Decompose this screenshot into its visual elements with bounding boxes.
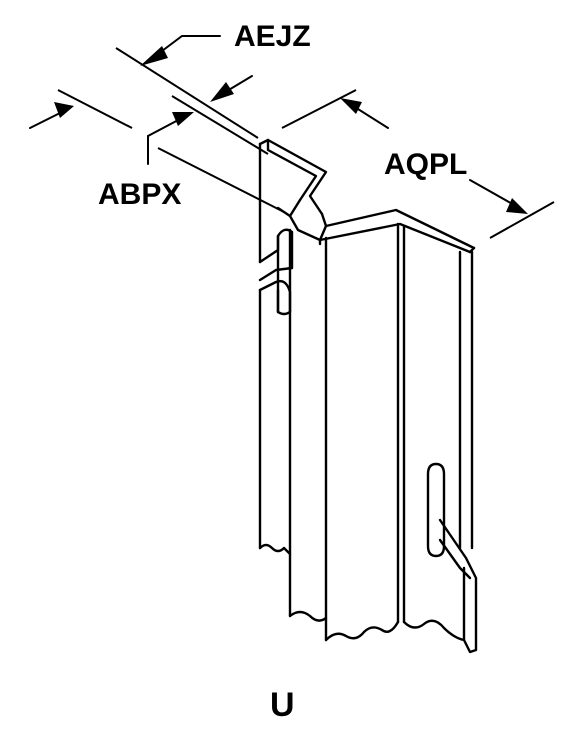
dimension-abpx: ABPX (29, 102, 194, 211)
arrow-icon (210, 82, 234, 102)
extension-lines (57, 47, 555, 239)
arrow-icon (340, 98, 362, 114)
abpx-label: ABPX (98, 178, 181, 211)
aejz-label: AEJZ (234, 20, 311, 53)
arrow-icon (54, 102, 74, 118)
aqpl-label: AQPL (384, 148, 467, 181)
arrow-icon (506, 198, 528, 214)
dimension-aejz: AEJZ (140, 20, 311, 102)
arrow-icon (172, 112, 194, 126)
view-label: U (270, 686, 295, 724)
channel-part (258, 138, 478, 654)
dimension-aqpl: AQPL (340, 98, 528, 214)
arrow-icon (140, 46, 168, 66)
